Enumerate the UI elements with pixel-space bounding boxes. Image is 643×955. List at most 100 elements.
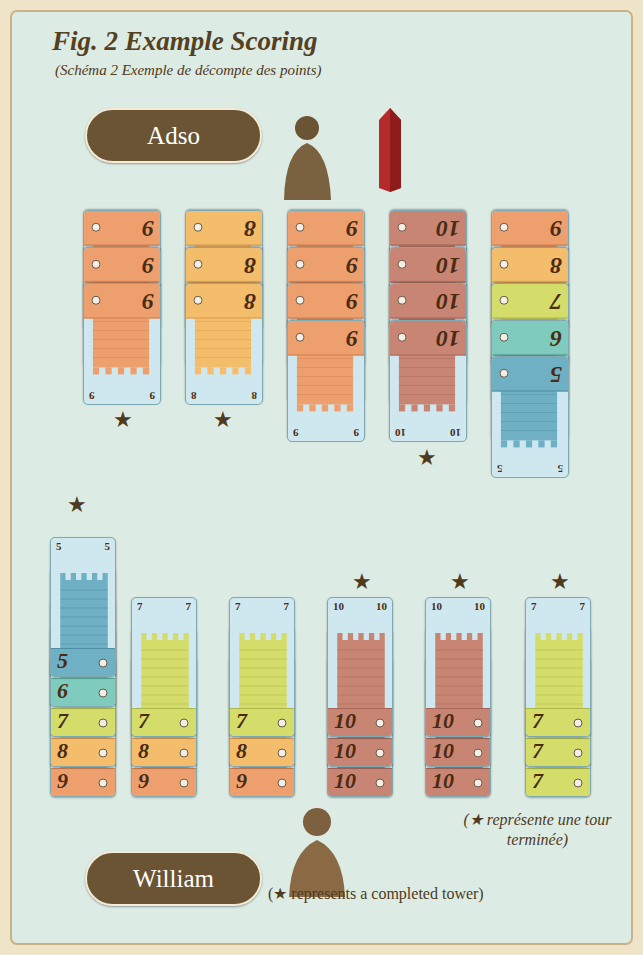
- card-value: 7: [526, 766, 590, 796]
- pawn-head: [295, 116, 319, 140]
- red-tower-piece: [379, 108, 401, 192]
- corner-value: 7: [580, 600, 586, 613]
- resource-icon: [398, 296, 406, 304]
- tower-card: 101010: [389, 320, 467, 442]
- band-edge: [287, 281, 364, 282]
- resource-icon: [99, 689, 107, 697]
- brick-line: [60, 620, 108, 621]
- resource-icon: [474, 779, 482, 787]
- brick-line: [337, 680, 385, 681]
- pawn-body: [284, 143, 331, 200]
- tower-card: 101010: [425, 597, 491, 737]
- william-pawn: [289, 808, 345, 897]
- battlement: [183, 663, 188, 670]
- resource-icon: [574, 779, 582, 787]
- battlement: [162, 693, 167, 700]
- brick-line: [535, 716, 583, 717]
- battlement: [577, 633, 582, 640]
- brick-line: [60, 635, 108, 636]
- resource-icon: [99, 749, 107, 757]
- brick-line: [60, 629, 108, 630]
- battlement: [152, 663, 157, 670]
- brick-line: [501, 412, 557, 413]
- brick-line: [60, 644, 108, 645]
- brick-line: [60, 617, 108, 618]
- brick-line: [60, 599, 108, 600]
- brick-line: [60, 725, 108, 726]
- card-value: 5: [492, 357, 568, 394]
- battlement: [322, 404, 328, 411]
- brick-line: [60, 638, 108, 639]
- brick-line: [93, 357, 149, 358]
- battlement: [513, 440, 519, 447]
- brick-line: [535, 668, 583, 669]
- brick-line: [337, 728, 385, 729]
- brick-line: [239, 695, 287, 696]
- brick-line: [60, 626, 108, 627]
- brick-line: [60, 737, 108, 738]
- brick-line: [535, 689, 583, 690]
- battlement: [297, 404, 303, 411]
- resource-icon: [278, 719, 286, 727]
- battlement: [260, 693, 265, 700]
- brick-line: [60, 590, 108, 591]
- card-value: 7: [492, 284, 568, 321]
- battlement: [446, 663, 451, 670]
- brick-line: [337, 686, 385, 687]
- battlement: [81, 603, 86, 610]
- corner-values: 99: [288, 426, 364, 441]
- brick-line: [93, 330, 149, 331]
- corner-value: 5: [558, 462, 564, 475]
- resource-icon: [500, 260, 508, 268]
- brick-line: [337, 755, 385, 756]
- band-edge: [491, 391, 568, 392]
- resource-icon: [376, 779, 384, 787]
- brick-line: [60, 689, 108, 690]
- battlement: [546, 693, 551, 700]
- brick-line: [399, 357, 455, 358]
- brick-line: [141, 659, 189, 660]
- brick-line: [141, 677, 189, 678]
- brick-line: [141, 737, 189, 738]
- brick-line: [239, 710, 287, 711]
- brick-line: [297, 393, 353, 394]
- resource-icon: [398, 223, 406, 231]
- brick-line: [337, 668, 385, 669]
- brick-line: [60, 656, 108, 657]
- corner-value: 8: [191, 389, 197, 402]
- pawn-head: [303, 808, 331, 836]
- card-value: 9: [230, 766, 294, 796]
- brick-line: [93, 321, 149, 322]
- band-edge: [83, 318, 160, 319]
- band-edge: [287, 245, 364, 246]
- corner-value: 10: [450, 426, 461, 439]
- resource-icon: [574, 749, 582, 757]
- battlement: [399, 404, 405, 411]
- battlement: [281, 633, 286, 640]
- card-value: 7: [526, 706, 590, 736]
- brick-line: [337, 659, 385, 660]
- battlement: [102, 693, 107, 700]
- brick-line: [337, 698, 385, 699]
- battlement: [207, 367, 213, 374]
- corner-value: 10: [376, 600, 387, 613]
- brick-line: [435, 695, 483, 696]
- battlement: [556, 693, 561, 700]
- brick-line: [435, 668, 483, 669]
- card-value: 9: [84, 248, 160, 285]
- brick-line: [60, 677, 108, 678]
- brick-line: [435, 737, 483, 738]
- battlement: [250, 633, 255, 640]
- card-value: 7: [230, 706, 294, 736]
- card-value: 9: [288, 321, 364, 358]
- resource-icon: [92, 296, 100, 304]
- tower-piece: [379, 108, 401, 192]
- battlement: [143, 367, 149, 374]
- battlement: [369, 633, 374, 640]
- battlement: [92, 693, 97, 700]
- resource-icon: [92, 260, 100, 268]
- battlement: [81, 663, 86, 670]
- brick-line: [141, 716, 189, 717]
- brick-line: [60, 608, 108, 609]
- battlement: [477, 633, 482, 640]
